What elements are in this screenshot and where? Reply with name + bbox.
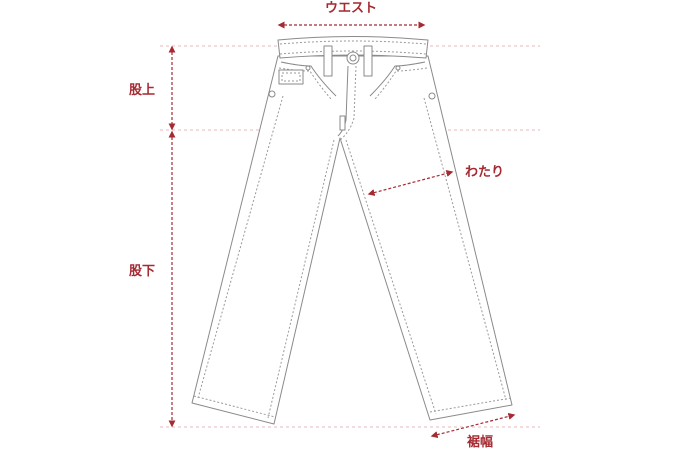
belt-loop	[363, 45, 373, 77]
measurement-arrows	[168, 21, 516, 439]
measurement-labels: ウエスト 股上 股下 わたり 裾幅	[129, 1, 504, 450]
rivet	[268, 90, 276, 98]
rivet	[395, 65, 401, 71]
waistband	[277, 36, 429, 59]
button	[346, 51, 360, 65]
thigh-arrow	[367, 170, 454, 196]
hem-arrow	[430, 412, 516, 439]
right-hem-stitch	[429, 397, 512, 413]
coin-pocket	[278, 69, 304, 85]
left-hem-stitch	[193, 395, 276, 418]
belt-loop	[323, 45, 333, 77]
fly-tack	[339, 115, 346, 131]
hem-label: 裾幅	[467, 434, 493, 450]
rivet	[305, 65, 311, 71]
rivet	[428, 92, 436, 100]
waist-label: ウエスト	[325, 1, 377, 16]
right-front-pocket	[369, 61, 426, 97]
left-front-pocket	[280, 61, 337, 97]
jeans-illustration	[191, 36, 513, 425]
inseam-label: 股下	[129, 264, 155, 279]
thigh-label: わたり	[465, 165, 504, 180]
rise-label: 股上	[129, 83, 155, 98]
right-leg-inseam-stitch	[345, 139, 437, 415]
right-leg-outseam-stitch	[423, 97, 507, 401]
jeans-outline	[191, 55, 513, 425]
waistband-stitch	[279, 40, 427, 55]
left-leg-outseam-stitch	[197, 95, 284, 399]
